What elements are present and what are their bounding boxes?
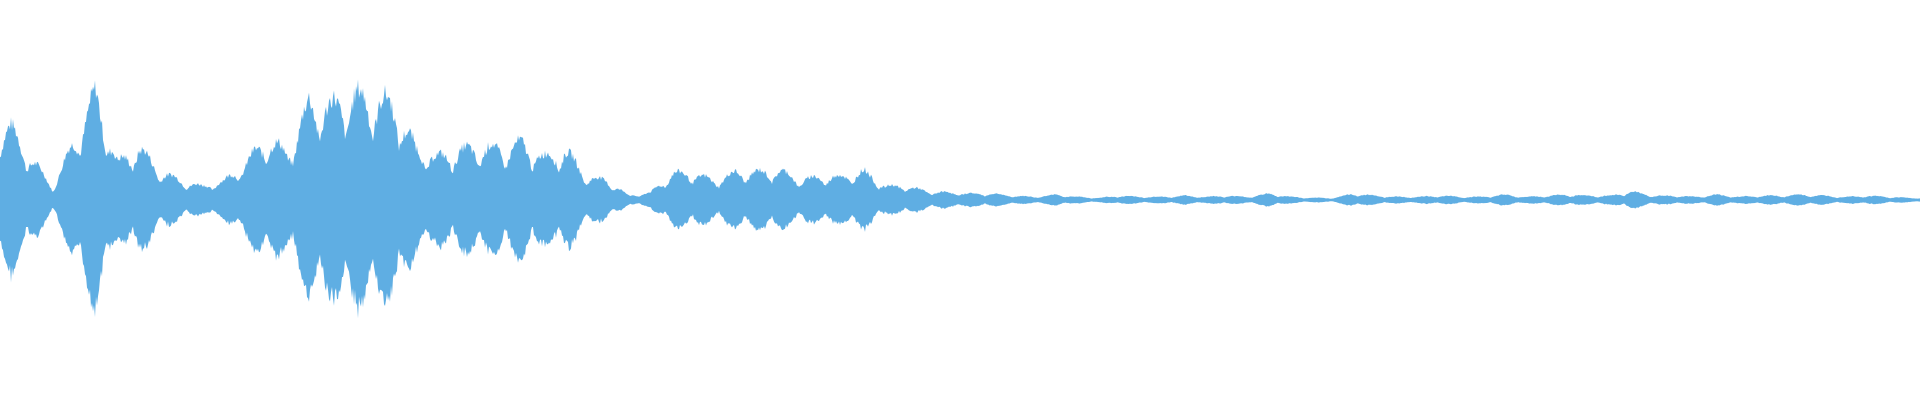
waveform-shape — [0, 79, 1920, 319]
waveform-samples — [0, 79, 1920, 319]
waveform-centerline — [0, 199, 1920, 201]
